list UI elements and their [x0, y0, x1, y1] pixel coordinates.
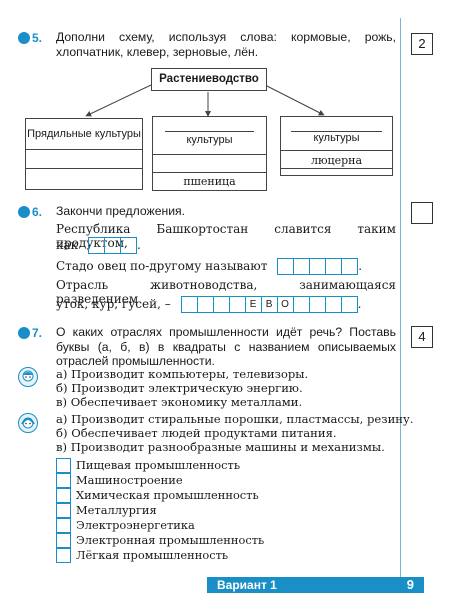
question-number-5: 5. — [18, 31, 42, 45]
diagram-box-middle: культуры пшеница — [152, 116, 267, 191]
answer-row-machinery[interactable]: Машиностроение — [56, 472, 183, 488]
answer-row-metallurgy[interactable]: Металлургия — [56, 502, 157, 518]
question-text-7: О каких отраслях промышленности идёт реч… — [56, 325, 396, 368]
page-number: 9 — [406, 577, 414, 592]
bullet-icon — [18, 327, 30, 339]
q6-sentence-1a: Республика Башкортостан славится таким п… — [56, 222, 396, 250]
answer-row-chemical[interactable]: Химическая промышленность — [56, 487, 259, 503]
q6-sentence-2: Стадо овец по-другому называют . — [56, 258, 363, 275]
q6-sentence-1b: как . — [56, 237, 141, 254]
score-box-q7[interactable]: 4 — [411, 326, 433, 348]
question-title-6: Закончи предложения. — [56, 204, 186, 218]
answer-checkbox[interactable] — [56, 487, 71, 503]
group2-item-c: в) Производит разнообразные машины и мех… — [56, 440, 385, 454]
answer-checkbox[interactable] — [56, 472, 71, 488]
diagram-arrows — [85, 84, 325, 117]
diagram-middle-header: культуры — [153, 117, 266, 155]
diagram-root: Растениеводство — [151, 68, 267, 91]
diagram-right-header: культуры — [281, 117, 392, 151]
girl-avatar-icon — [18, 413, 38, 433]
bullet-icon — [18, 206, 30, 218]
diagram-left-row-1[interactable] — [26, 150, 142, 169]
diagram-right-row-1: люцерна — [281, 152, 392, 169]
answer-checkbox[interactable] — [56, 502, 71, 518]
write-line[interactable] — [291, 131, 382, 132]
diagram-left-header: Прядильные культуры — [26, 119, 142, 150]
margin-line — [400, 18, 401, 580]
write-line[interactable] — [165, 131, 254, 132]
answer-row-light[interactable]: Лёгкая промышленность — [56, 547, 228, 563]
answer-checkbox[interactable] — [56, 517, 71, 533]
answer-row-food[interactable]: Пищевая промышленность — [56, 457, 240, 473]
question-number-7: 7. — [18, 326, 42, 340]
page-footer: Вариант 1 9 — [207, 577, 424, 593]
group1-item-b: б) Производит электрическую энергию. — [56, 381, 303, 395]
answer-checkbox[interactable] — [56, 457, 71, 473]
question-text-5: Дополни схему, используя слова: кормовые… — [56, 30, 396, 59]
answer-checkbox[interactable] — [56, 532, 71, 548]
group1-item-c: в) Обеспечивает экономику металлами. — [56, 395, 303, 409]
score-box-q5[interactable]: 2 — [411, 33, 433, 55]
variant-label: Вариант 1 — [217, 578, 277, 592]
answer-row-electronics[interactable]: Электронная промышленность — [56, 532, 264, 548]
bullet-icon — [18, 32, 30, 44]
score-box-q6[interactable] — [411, 202, 433, 224]
question-number-6: 6. — [18, 205, 42, 219]
diagram-box-left: Прядильные культуры — [25, 118, 143, 190]
diagram-middle-row-1[interactable] — [153, 156, 266, 173]
answer-checkbox[interactable] — [56, 547, 71, 563]
diagram-box-right: культуры люцерна — [280, 116, 393, 176]
answer-boxes-1[interactable] — [87, 237, 137, 254]
diagram-middle-row-2: пшеница — [183, 175, 236, 188]
boy-avatar-icon — [18, 367, 38, 387]
diagram-left-row-2[interactable] — [26, 169, 142, 188]
q6-sentence-3a: Отрасль животноводства, занимающаяся раз… — [56, 278, 396, 306]
group1-item-a: а) Производит компьютеры, телевизоры. — [56, 367, 309, 381]
answer-row-energy[interactable]: Электроэнергетика — [56, 517, 195, 533]
answer-boxes-2[interactable] — [277, 258, 359, 275]
diagram-right-row-2[interactable] — [281, 169, 392, 175]
group2-item-a: а) Производит стиральные порошки, пластм… — [56, 412, 414, 426]
group2-item-b: б) Обеспечивает людей продуктами питания… — [56, 426, 337, 440]
